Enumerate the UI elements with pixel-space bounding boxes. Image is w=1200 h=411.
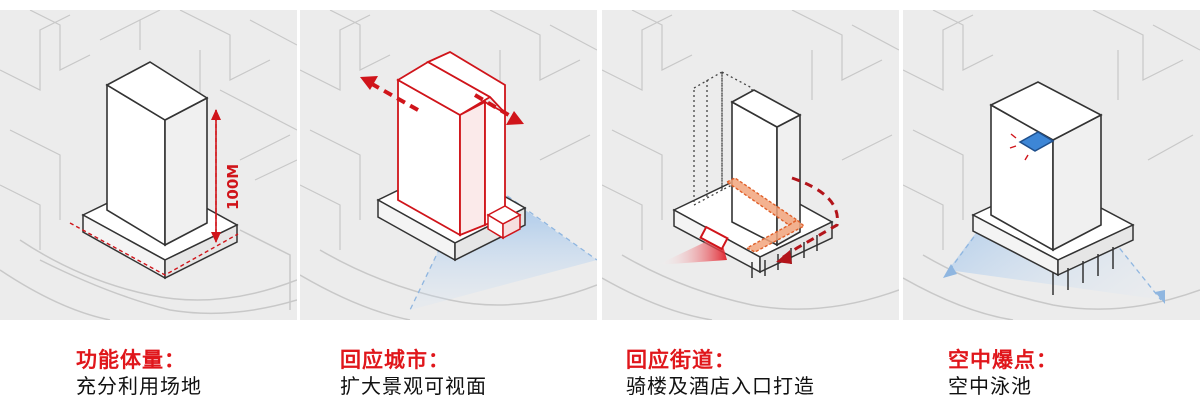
view-arrow-right bbox=[473, 93, 524, 125]
caption-title: 回应城市： bbox=[340, 348, 450, 372]
view-cone bbox=[410, 175, 597, 310]
tower-roof bbox=[989, 81, 1103, 141]
street-flow-arrowhead bbox=[776, 250, 792, 264]
ground-curves bbox=[300, 249, 597, 320]
context-city-lines bbox=[903, 10, 1200, 250]
caption-respond-street: 回应街道： 骑楼及酒店入口打造 bbox=[626, 347, 886, 399]
view-arrowhead-right bbox=[1155, 290, 1165, 304]
annex-block bbox=[486, 205, 522, 240]
street-flow-arrow bbox=[781, 176, 839, 260]
tower-right-face bbox=[164, 96, 208, 247]
caption-title: 回应街道： bbox=[626, 348, 736, 372]
height-dimension-arrow bbox=[211, 109, 221, 243]
height-label: 100M bbox=[224, 164, 242, 210]
ground-curves bbox=[903, 254, 1200, 320]
function-volume-diagram: 100M bbox=[0, 10, 297, 320]
podium-right bbox=[1057, 223, 1134, 277]
panel-respond-city bbox=[300, 10, 597, 320]
view-arrow-left bbox=[360, 76, 419, 112]
view-arrowhead-left bbox=[943, 264, 957, 278]
caption-subtitle: 充分利用场地 bbox=[76, 374, 202, 398]
podium-columns bbox=[1052, 247, 1114, 295]
ground-curves bbox=[602, 254, 899, 320]
caption-respond-city: 回应城市： 扩大景观可视面 bbox=[340, 347, 600, 399]
respond-street-diagram bbox=[602, 10, 899, 320]
context-city-lines bbox=[602, 10, 899, 250]
split-towers bbox=[396, 50, 506, 237]
sky-pool-diagram bbox=[903, 10, 1200, 320]
tower-roof bbox=[730, 89, 802, 128]
caption-title: 功能体量： bbox=[76, 348, 186, 372]
caption-function-volume: 功能体量： 充分利用场地 bbox=[76, 347, 336, 399]
panel-function-volume: 100M bbox=[0, 10, 297, 320]
caption-subtitle: 骑楼及酒店入口打造 bbox=[626, 374, 815, 398]
caption-subtitle: 空中泳池 bbox=[948, 374, 1032, 398]
caption-sky-highlight: 空中爆点： 空中泳池 bbox=[948, 347, 1200, 399]
caption-title: 空中爆点： bbox=[948, 348, 1058, 372]
pool-glow-marks bbox=[1009, 133, 1029, 161]
ground-curves bbox=[0, 229, 297, 320]
caption-subtitle: 扩大景观可视面 bbox=[340, 374, 487, 398]
tower-roof bbox=[105, 61, 209, 121]
respond-city-diagram bbox=[300, 10, 597, 320]
sky-pool-cutout bbox=[1018, 131, 1055, 152]
panel-sky-highlight bbox=[903, 10, 1200, 320]
arcade-highlight bbox=[725, 177, 806, 253]
panel-respond-street bbox=[602, 10, 899, 320]
hotel-entrance-box bbox=[699, 225, 729, 251]
